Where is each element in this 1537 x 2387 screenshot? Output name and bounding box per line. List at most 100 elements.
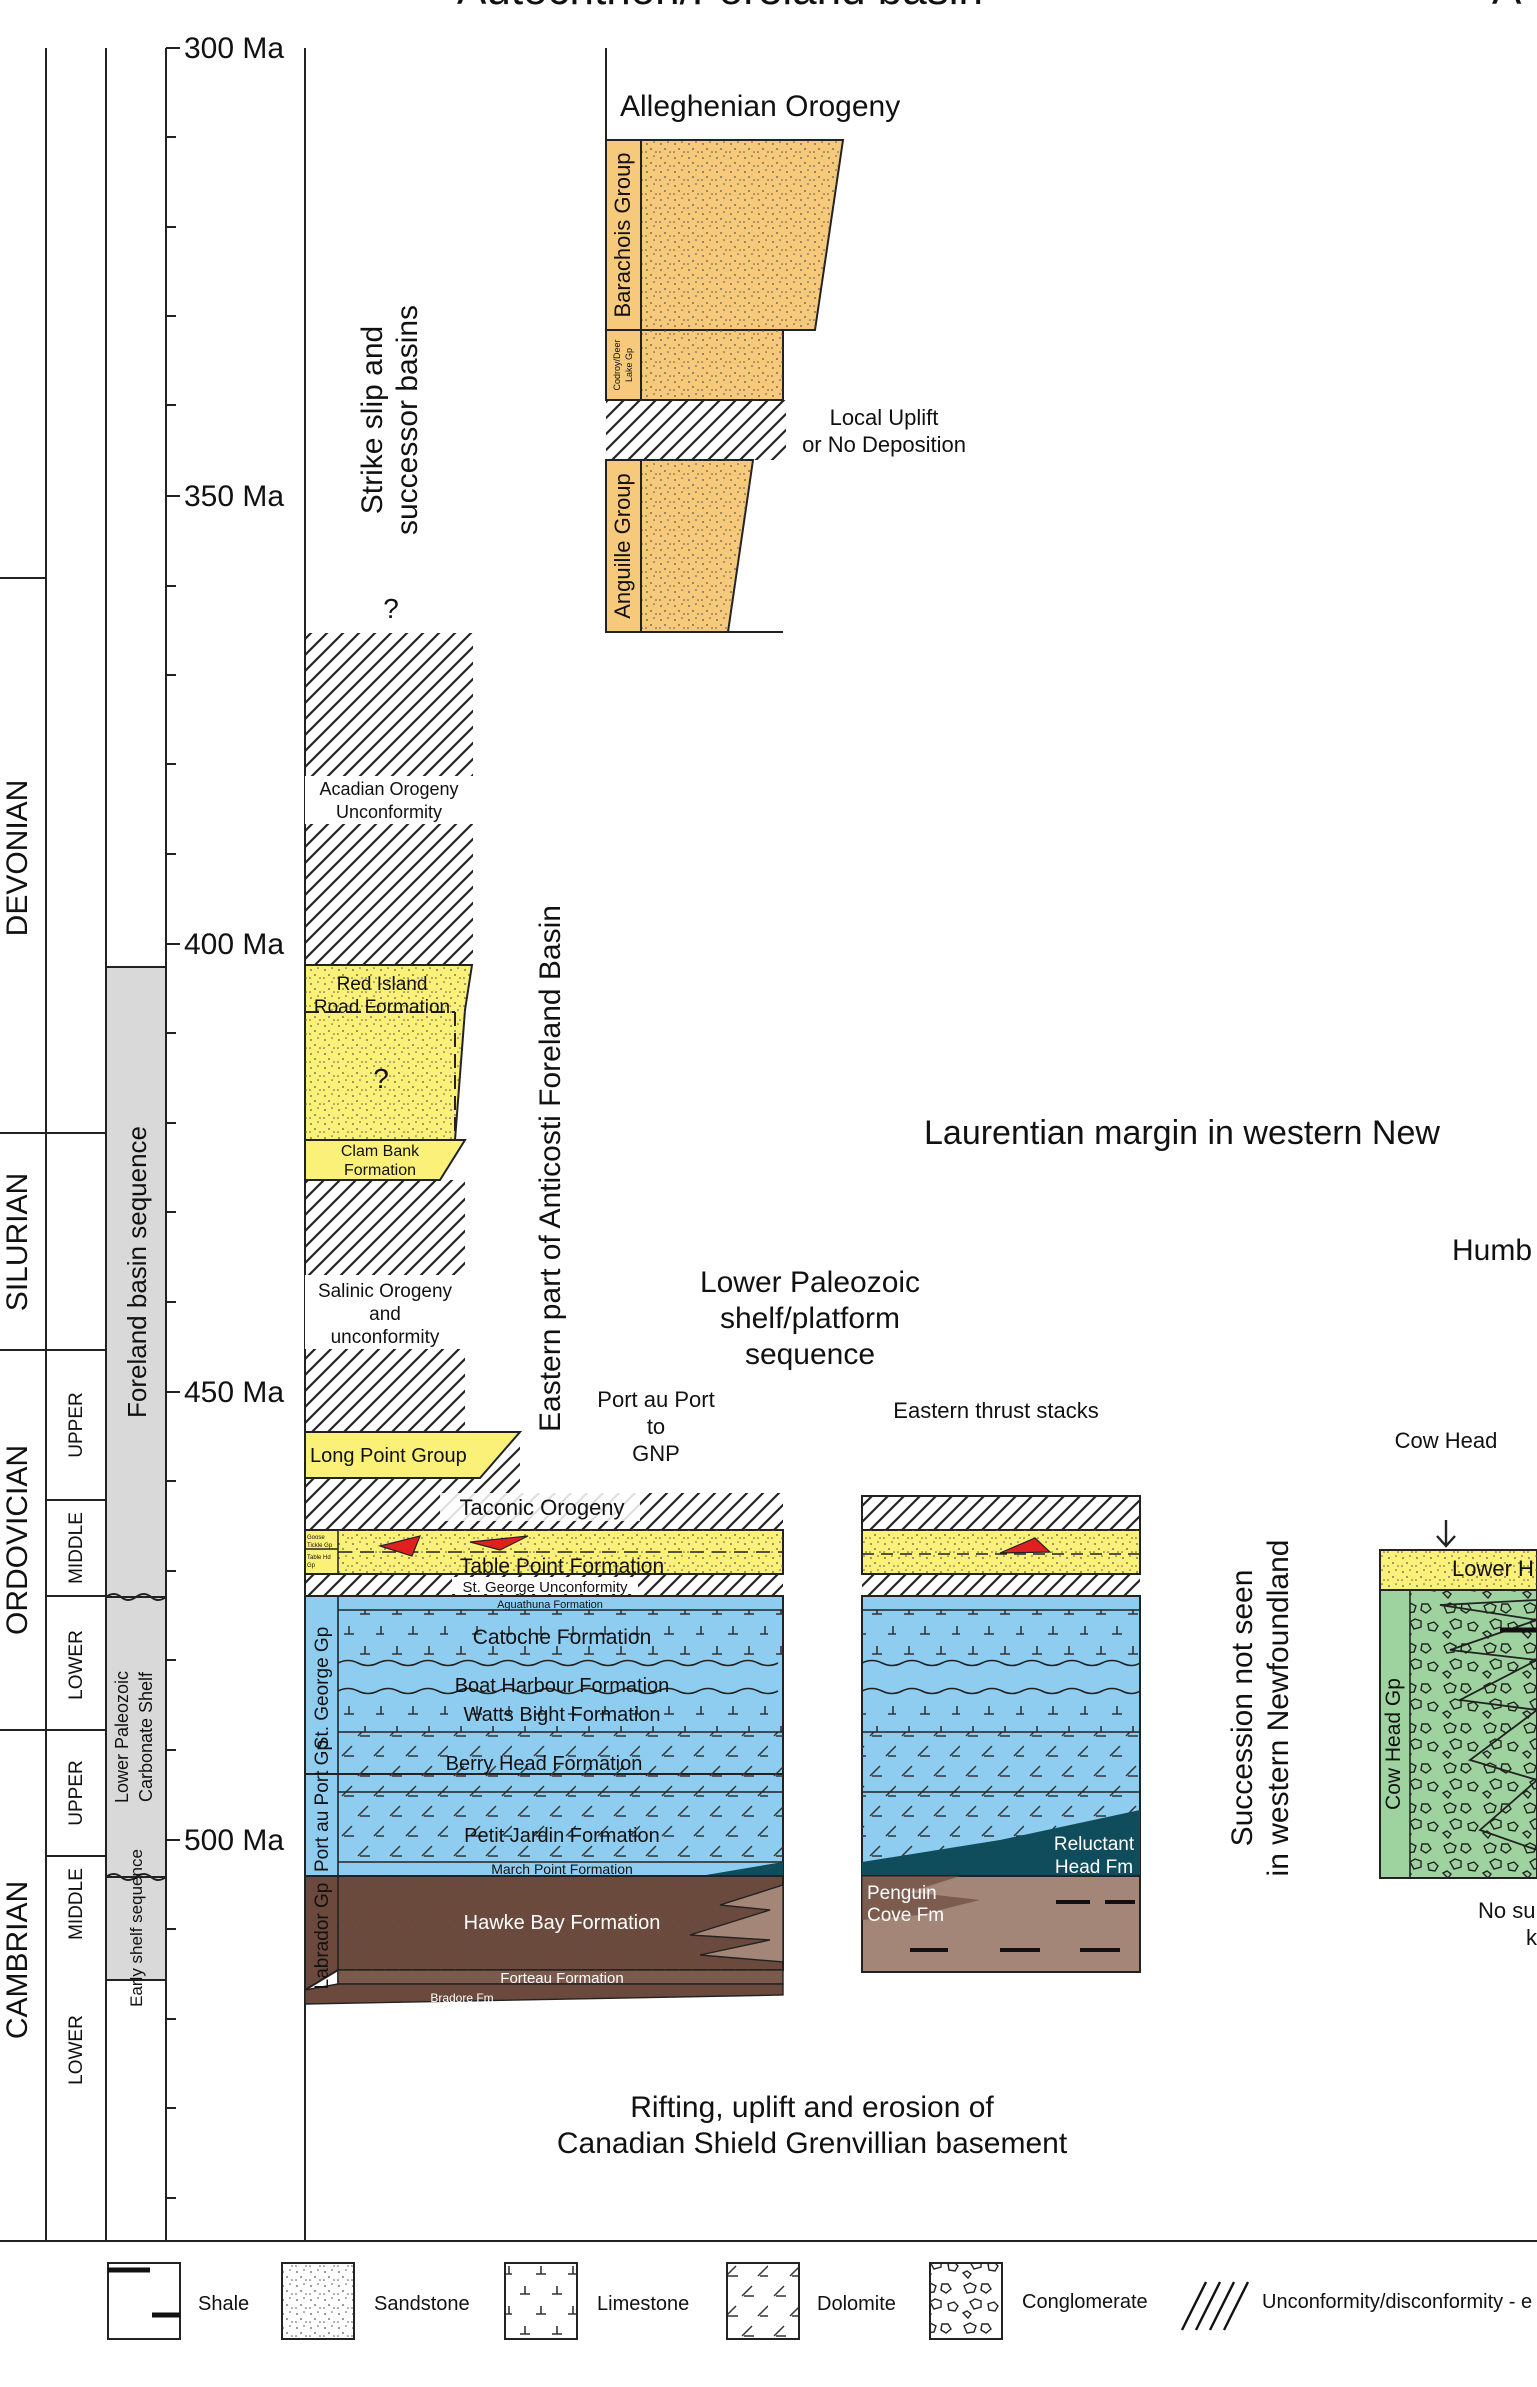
legend-unconformity-label: Unconformity/disconformity - e (1262, 2291, 1532, 2313)
hawke-bay-label: Hawke Bay Formation (464, 1912, 661, 1934)
codroy-label-1: Codroy/Deer (612, 339, 622, 390)
thrust-red-1 (377, 1535, 421, 1557)
epoch-ordovician-upper: UPPER (66, 1392, 87, 1457)
forteau-label: Forteau Formation (500, 1970, 623, 1987)
penguin-cove-tongue (862, 1876, 980, 1920)
dolomite-fill-berry (338, 1732, 783, 1792)
age-400: 400 Ma (184, 928, 284, 961)
salinic-label-3: unconformity (331, 1327, 440, 1348)
berry-head-label: Berry Head Formation (446, 1753, 643, 1775)
march-point-label: March Point Formation (491, 1861, 633, 1877)
sequence-break-upper (105, 1593, 167, 1601)
goose-tickle-label-2: Tickle Gp (307, 1543, 333, 1549)
no-su-label-2: k (1526, 1925, 1537, 1950)
lower-head-label: Lower H (1452, 1556, 1534, 1581)
succession-label-2: in western Newfoundland (1262, 1540, 1295, 1877)
eastern-limestone-fill-2 (862, 1696, 1140, 1732)
table-head-label-2: Gp (307, 1563, 316, 1569)
period-cambrian: CAMBRIAN (1, 1881, 34, 2039)
age-500: 500 Ma (184, 1824, 284, 1857)
epoch-cambrian-upper: UPPER (66, 1760, 87, 1825)
cow-head-arrow (1436, 1520, 1456, 1548)
codroy-label-2: Lake Gp (624, 348, 634, 382)
catoche-label: Catoche Formation (473, 1626, 652, 1649)
limestone-pattern-icon (504, 2262, 578, 2340)
eastern-bed-lines (861, 1609, 1141, 1793)
clam-bank-label-2: Formation (344, 1162, 416, 1179)
age-350: 350 Ma (184, 480, 284, 513)
port-au-port-gp-label: Port au Port Gp (312, 1740, 333, 1872)
anguille-label: Anguille Group (610, 473, 635, 619)
rifting-label-2: Canadian Shield Grenvillian basement (557, 2127, 1068, 2160)
penguin-cove-shale-dashes (910, 1900, 1135, 1952)
limestone-fill-watts (338, 1696, 783, 1732)
age-ticks (166, 47, 180, 2199)
rifting-label-1: Rifting, uplift and erosion of (630, 2091, 994, 2124)
alleghenian-label: Alleghenian Orogeny (620, 90, 900, 123)
local-uplift-label-1: Local Uplift (830, 405, 939, 430)
red-island-label-1: Red Island (337, 974, 428, 995)
taconic-label: Taconic Orogeny (459, 1495, 624, 1520)
right-title-fragment: A (1492, 0, 1522, 14)
legend-sandstone-label: Sandstone (374, 2293, 470, 2315)
cow-head-conglomerate (1410, 1590, 1537, 1878)
hawke-bay-dots (338, 1876, 783, 1970)
port-au-port-label-2: to (647, 1414, 665, 1439)
shale-pattern-icon (107, 2262, 181, 2340)
dolomite-pattern-icon (726, 2262, 800, 2340)
strike-slip-label-2: successor basins (391, 305, 424, 535)
humber-label: Humb (1452, 1234, 1532, 1267)
taconic-label-bg (440, 1493, 640, 1521)
penguin-cove-label-2: Cove Fm (867, 1905, 944, 1926)
goose-tickle-label-1: Goose (307, 1535, 325, 1541)
st-george-unc-label-bg (452, 1577, 638, 1594)
legend-shale-label: Shale (198, 2293, 249, 2315)
aguathuna-label: Aguathuna Formation (497, 1599, 603, 1611)
reluctant-head-label-1: Reluctant (1054, 1834, 1135, 1855)
thrust-red-2 (469, 1535, 529, 1551)
early-shelf-label: Early shelf sequence (127, 1849, 146, 2007)
st-george-gp-label: St. George Gp (312, 1627, 333, 1750)
succession-label-1: Succession not seen (1226, 1570, 1259, 1847)
anguille-group-dots (641, 460, 753, 632)
question-mark-upper: ? (383, 593, 399, 624)
eastern-thrust-red (999, 1537, 1052, 1554)
shelf-heading-2: shelf/platform (720, 1302, 900, 1335)
cow-head-gp-label: Cow Head Gp (1382, 1678, 1405, 1810)
carbonate-shelf-label-1: Lower Paleozoic (112, 1671, 132, 1803)
red-island-boundary (305, 1011, 456, 1140)
salinic-label-bg (305, 1275, 465, 1349)
table-head-label-1: Table Hd (307, 1555, 331, 1561)
epoch-cambrian-lower: LOWER (66, 2015, 87, 2085)
reluctant-head-label-2: Head Fm (1055, 1857, 1133, 1878)
eastern-hatch-top (861, 1495, 1141, 1531)
lower-head-dots (1380, 1550, 1537, 1590)
anticosti-label: Eastern part of Anticosti Foreland Basin (534, 905, 567, 1432)
bradore-formation (304, 1983, 784, 2005)
dolomite-fill-petit (338, 1792, 783, 1862)
hatched-gap-local-uplift (606, 400, 786, 460)
eastern-limestone-fill-1 (862, 1610, 1140, 1660)
bradore-label: Bradore Fm (430, 1991, 493, 2005)
age-450: 450 Ma (184, 1376, 284, 1409)
local-uplift-label-2: or No Deposition (802, 432, 966, 457)
acadian-label-1: Acadian Orogeny (319, 779, 458, 799)
long-point-label: Long Point Group (310, 1445, 467, 1467)
period-devonian: DEVONIAN (1, 780, 34, 937)
question-mark-middle: ? (373, 1063, 389, 1094)
sequence-break-lower (105, 1873, 167, 1881)
conglomerate-pattern-icon (929, 2262, 1003, 2340)
petit-jardin-label: Petit Jardin Formation (464, 1825, 660, 1847)
hawke-bay-shale-tongue (689, 1884, 784, 1963)
no-su-label-1: No su (1478, 1898, 1535, 1923)
age-300: 300 Ma (184, 32, 284, 65)
boat-harbour-label: Boat Harbour Formation (455, 1675, 670, 1697)
foreland-sequence-label: Foreland basin sequence (122, 1126, 152, 1418)
laurentian-label: Laurentian margin in western New (924, 1114, 1440, 1152)
main-title: Autochthon/Foreland basin (457, 0, 983, 14)
penguin-cove-label-1: Penguin (867, 1883, 937, 1904)
reluctant-head-formation (862, 1810, 1140, 1876)
reef-teal-wedge (700, 1862, 783, 1876)
shelf-heading-3: sequence (745, 1338, 875, 1371)
strike-slip-label-1: Strike slip and (356, 326, 389, 514)
